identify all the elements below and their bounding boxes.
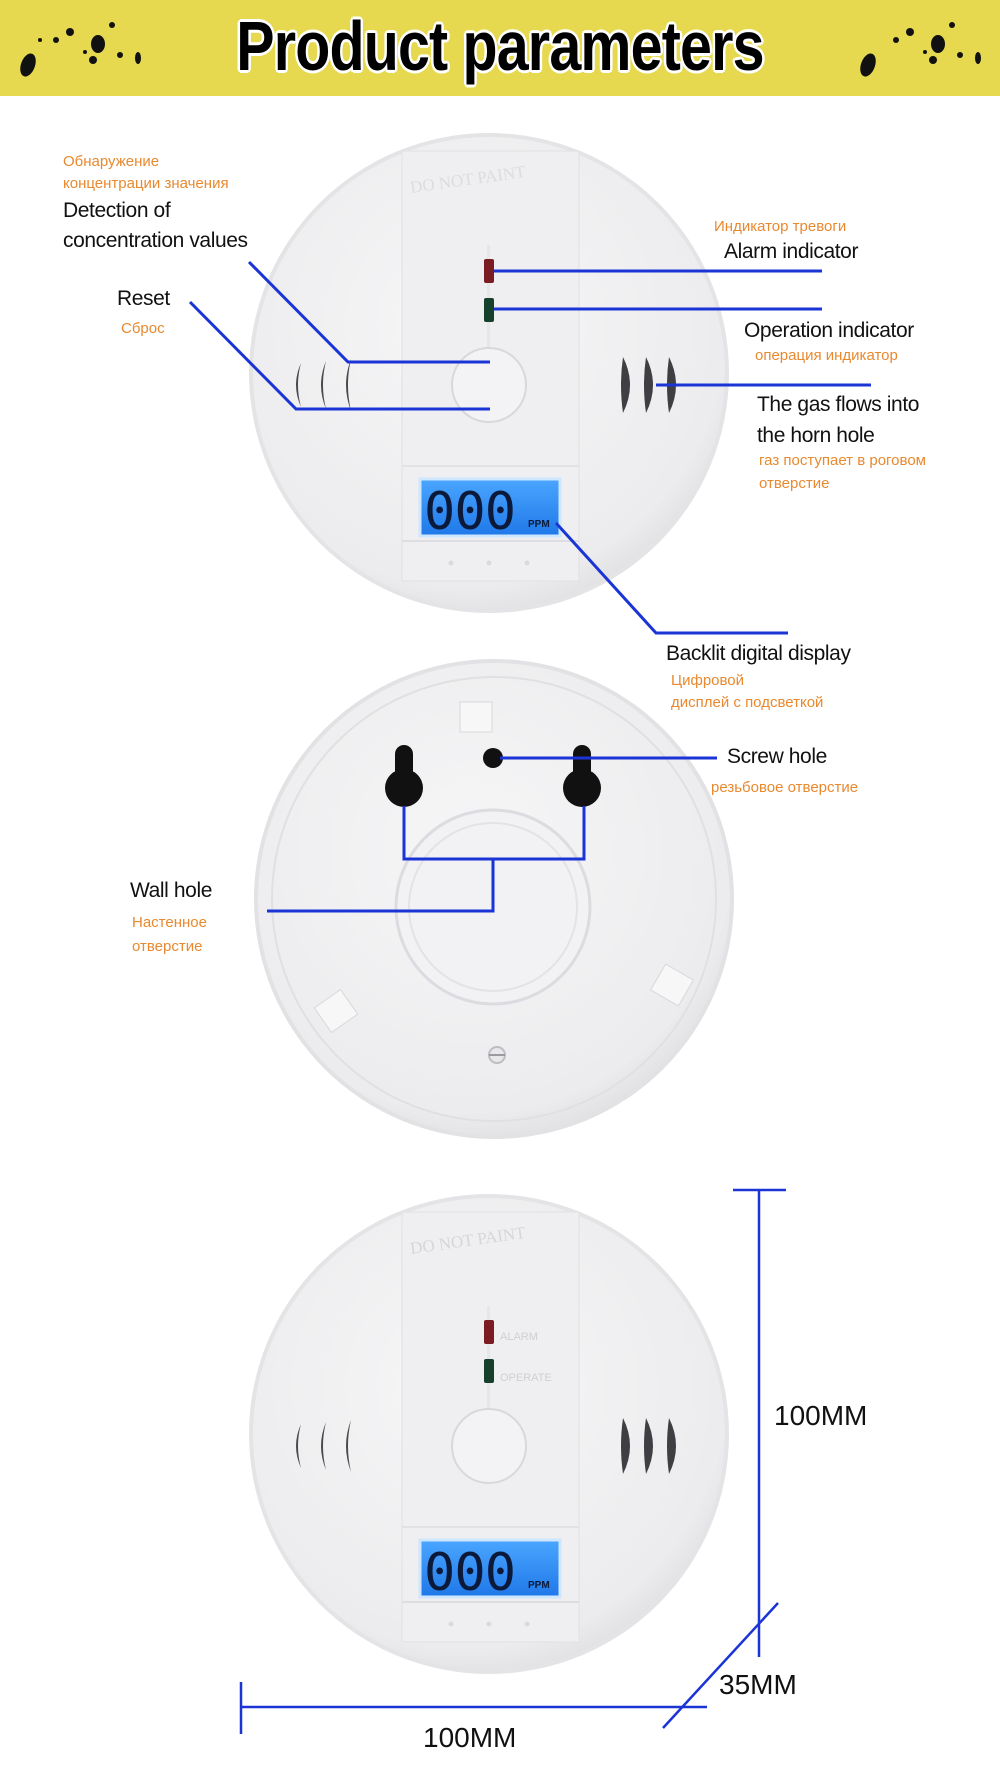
width-dimension-label: 100MM: [423, 1722, 517, 1753]
display-label-ru-1: Цифровой: [671, 672, 745, 689]
reset-label: Reset: [117, 287, 170, 310]
display-label-ru-2: дисплей с подсветкой: [671, 694, 824, 711]
depth-dimension-label: 35MM: [719, 1669, 797, 1700]
alarm-label: Alarm indicator: [724, 240, 859, 263]
lcd-digits: 000: [424, 1543, 516, 1603]
depth-dimension-line: [662, 1602, 779, 1729]
operation-label-ru: операция индикатор: [755, 347, 898, 364]
display-leader: [554, 521, 788, 635]
paint-splatter-decoration: [20, 22, 981, 77]
wall-hole-label: Wall hole: [130, 879, 212, 902]
lcd-digits: 000: [424, 482, 516, 542]
reset-label-ru: Сброс: [121, 320, 165, 337]
detection-leader: [247, 260, 490, 364]
operate-led-label: OPERATE: [500, 1372, 552, 1384]
horn-label-2: the horn hole: [757, 424, 875, 447]
operation-label: Operation indicator: [744, 319, 914, 342]
horn-label-ru-2: отверстие: [759, 475, 830, 492]
detection-label-2: concentration values: [63, 229, 248, 252]
horn-label-1: The gas flows into: [757, 393, 920, 416]
lcd-unit: PPM: [528, 519, 550, 530]
reset-leader: [188, 300, 490, 411]
detection-label-ru-1: Обнаружение: [63, 153, 160, 170]
height-dimension-label: 100MM: [774, 1400, 868, 1431]
wall-leader-main: [267, 859, 495, 913]
leader-lines: [188, 260, 871, 913]
wall-hole-label-ru-2: отверстие: [132, 938, 203, 955]
dimension-lines: [239, 1188, 786, 1734]
screw-hole-label-ru: резьбовое отверстие: [711, 779, 859, 796]
wall-hole-icon: [385, 745, 601, 807]
detection-label-1: Detection of: [63, 199, 171, 222]
screw-hole-icon: [483, 748, 503, 768]
screw-hole-label: Screw hole: [727, 745, 827, 768]
alarm-label-ru: Индикатор тревоги: [714, 218, 847, 235]
header-banner: Product parameters: [0, 0, 1000, 96]
page-title: Product parameters: [236, 7, 764, 85]
lcd-unit: PPM: [528, 1580, 550, 1591]
detection-label-ru-2: концентрации значения: [63, 175, 229, 192]
alarm-led-label: ALARM: [500, 1331, 538, 1343]
display-label: Backlit digital display: [666, 642, 851, 665]
horn-label-ru-1: газ поступает в роговом: [759, 452, 926, 469]
wall-hole-label-ru-1: Настенное: [132, 914, 207, 931]
